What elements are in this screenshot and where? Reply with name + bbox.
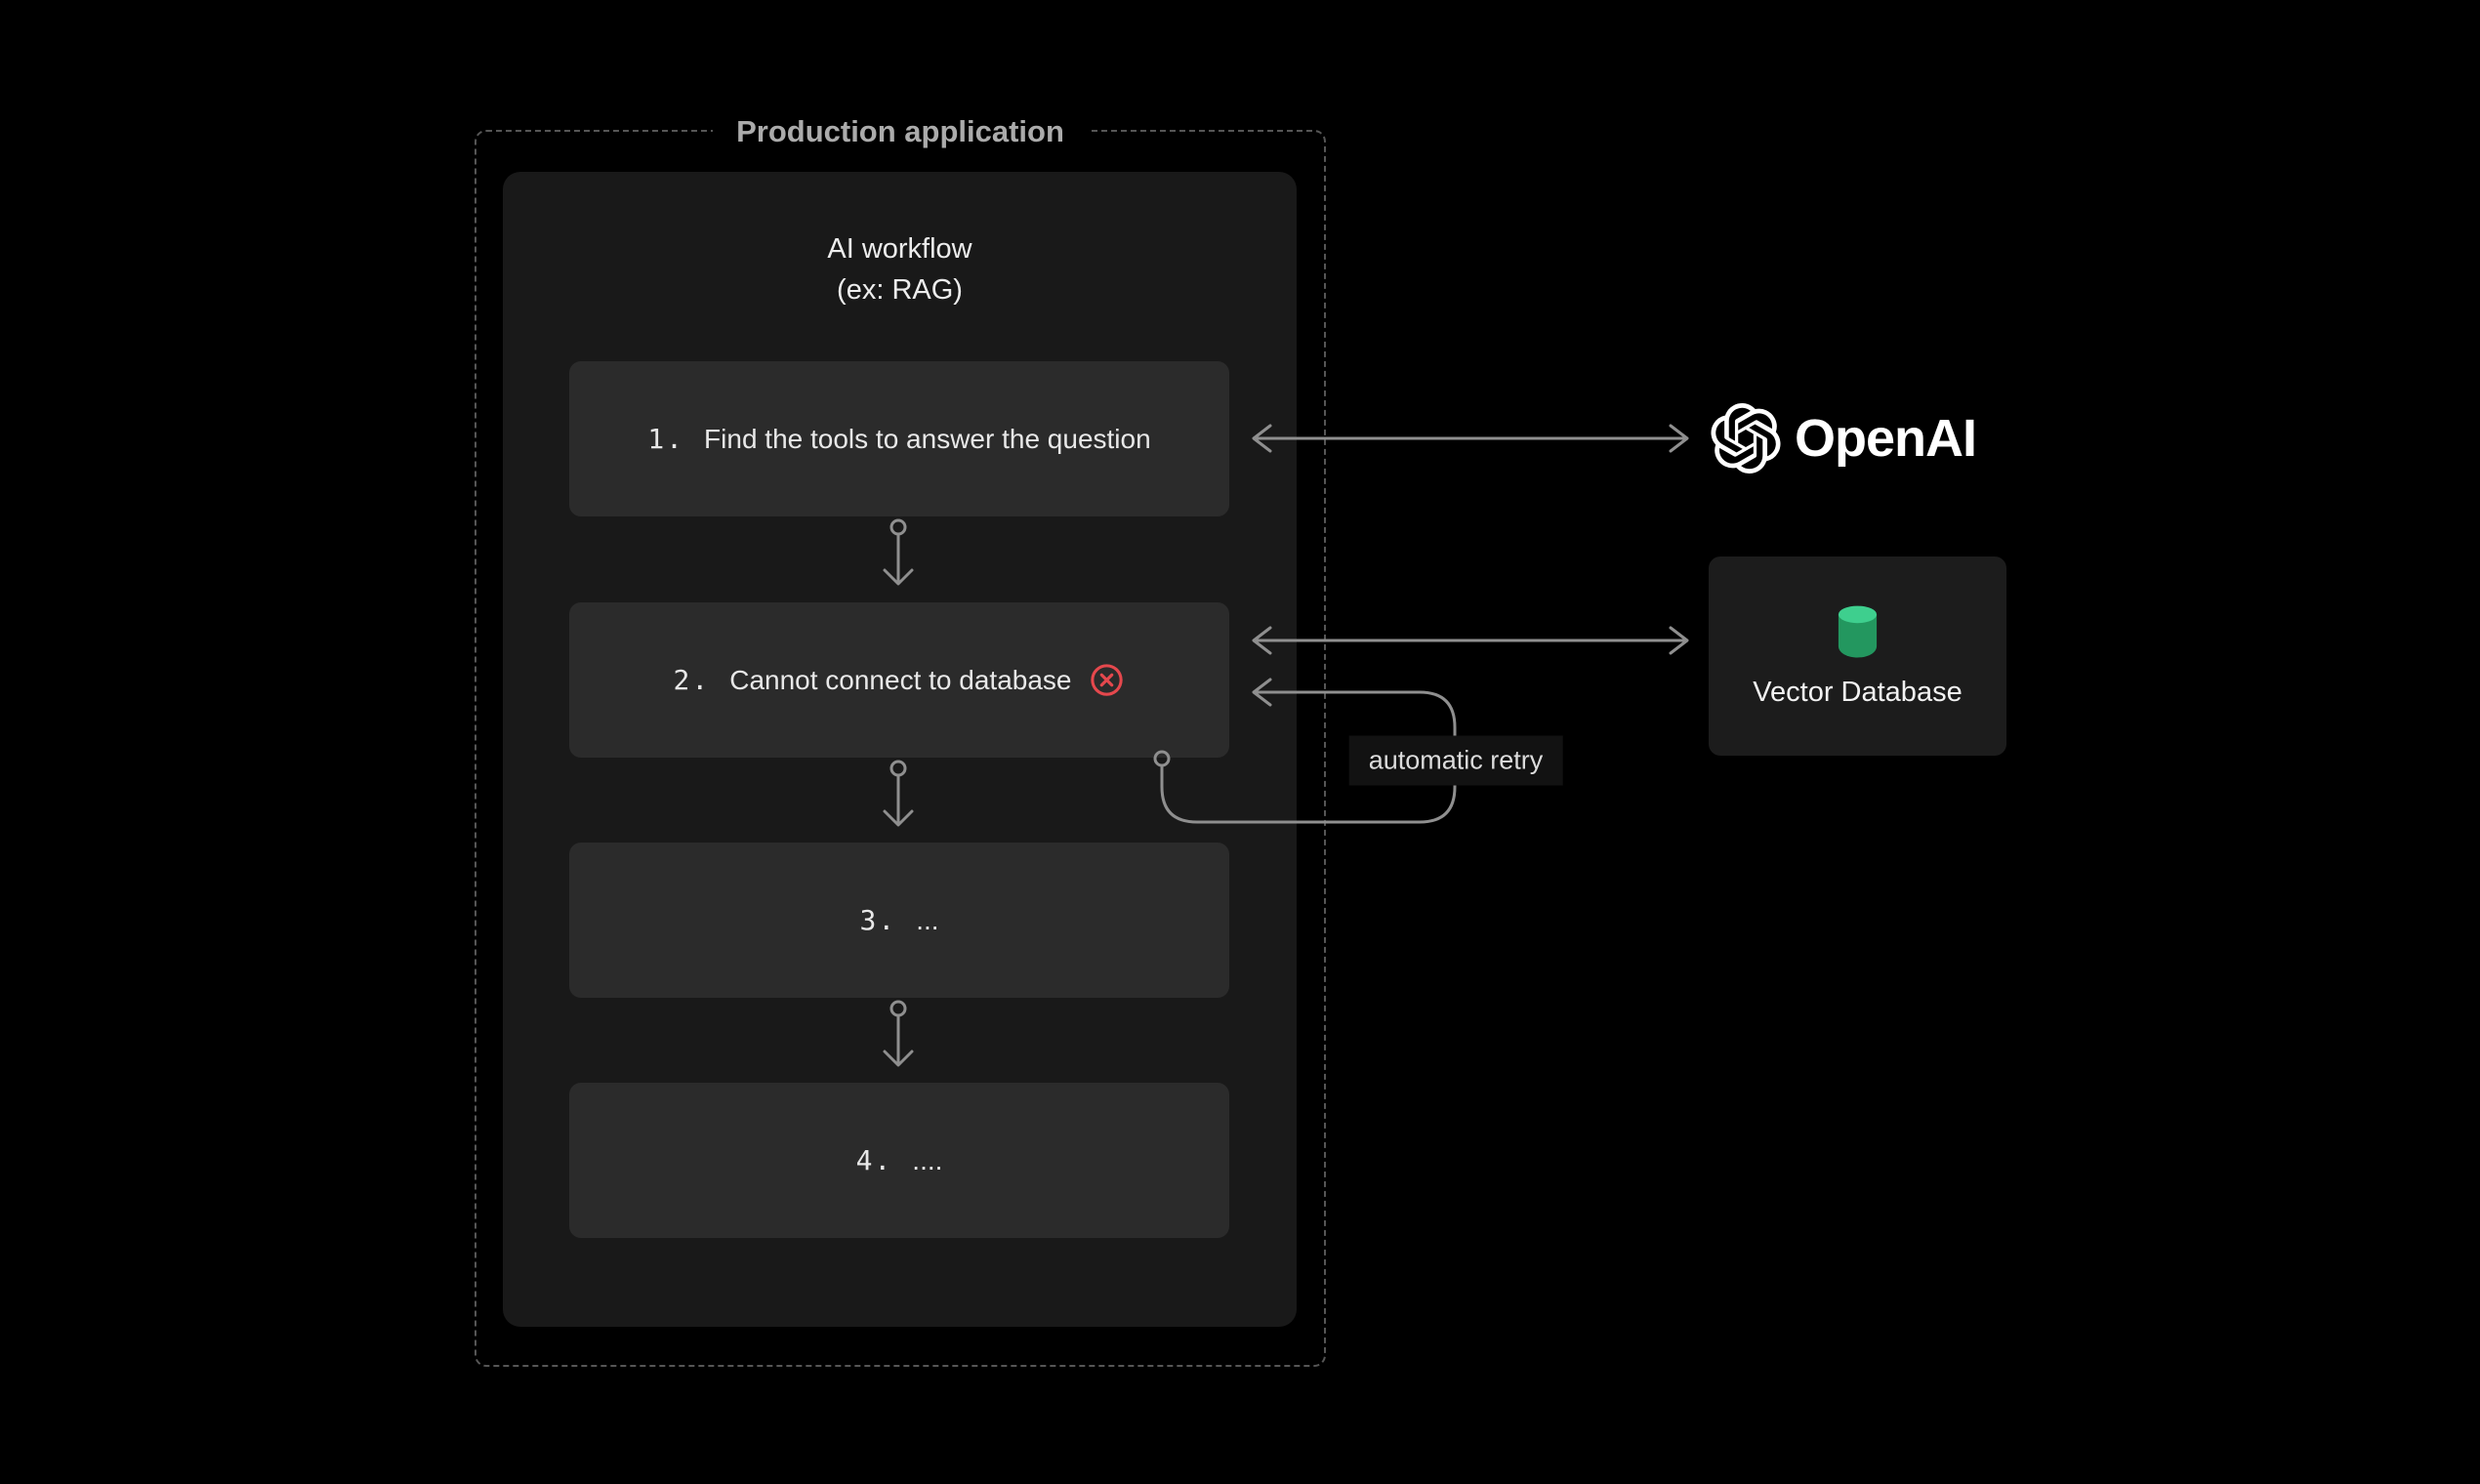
ai-workflow-title-line2: (ex: RAG) — [837, 274, 963, 307]
ai-workflow-title-line1: AI workflow — [827, 233, 972, 265]
automatic-retry-label: automatic retry — [1348, 735, 1563, 786]
production-application-label: Production application — [713, 114, 1088, 149]
vector-database-card: Vector Database — [1709, 556, 2006, 756]
workflow-step-1: 1. Find the tools to answer the question — [569, 361, 1229, 516]
step-text: Cannot connect to database — [729, 664, 1072, 695]
openai-logo: OpenAI — [1711, 401, 1977, 475]
step-text: ... — [916, 904, 939, 935]
workflow-step-2: 2. Cannot connect to database — [569, 602, 1229, 758]
step-number: 1. — [647, 423, 685, 455]
step-number: 2. — [673, 664, 711, 696]
ai-workflow-title: AI workflow (ex: RAG) — [503, 228, 1297, 310]
workflow-step-4: 4. .... — [569, 1083, 1229, 1238]
openai-logo-icon — [1711, 403, 1781, 474]
error-icon — [1089, 662, 1125, 698]
vector-database-label: Vector Database — [1753, 676, 1963, 708]
step-text: Find the tools to answer the question — [704, 423, 1151, 454]
ai-workflow-panel: AI workflow (ex: RAG) 1. Find the tools … — [503, 172, 1297, 1327]
step-text: .... — [912, 1144, 943, 1175]
workflow-step-3: 3. ... — [569, 843, 1229, 998]
database-icon — [1835, 604, 1881, 659]
step-number: 4. — [855, 1144, 893, 1176]
openai-wordmark: OpenAI — [1795, 409, 1977, 468]
step-number: 3. — [859, 904, 897, 936]
production-application-box: Production application AI workflow (ex: … — [475, 114, 1326, 1367]
